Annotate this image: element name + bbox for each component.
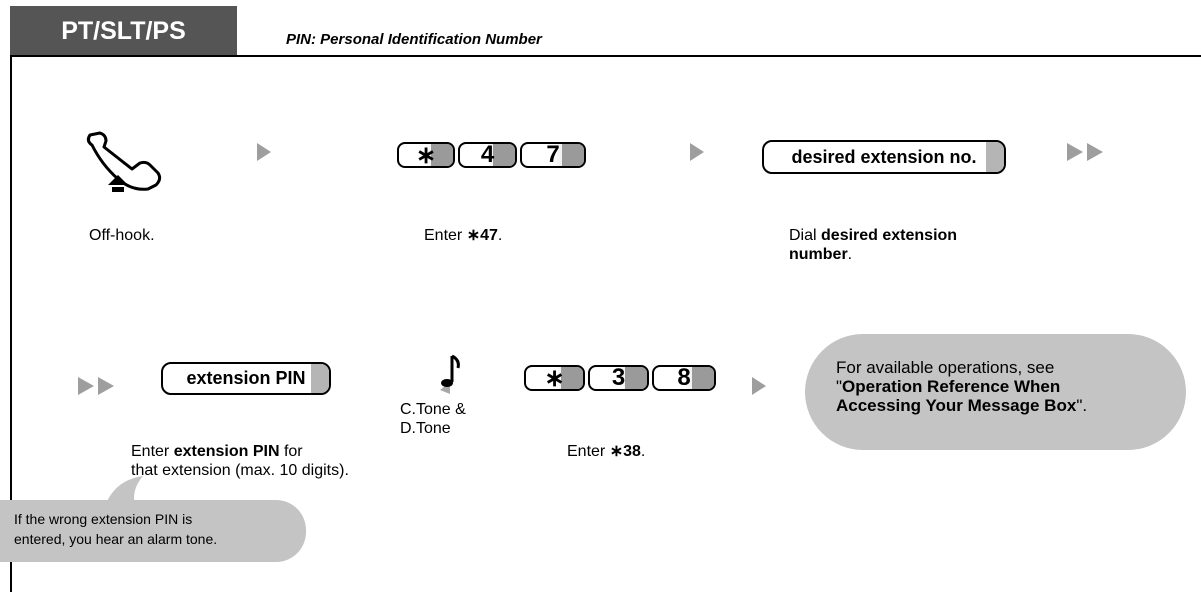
note-line-2: entered, you hear an alarm tone.	[14, 531, 218, 547]
page-subtitle: PIN: Personal Identification Number	[286, 31, 542, 48]
key-star[interactable]: ∗	[524, 365, 585, 392]
key-8[interactable]: 8	[652, 364, 716, 391]
extension-pin-key[interactable]: extension PIN	[161, 362, 331, 395]
bubble-line-1: For available operations, see	[836, 358, 1055, 377]
mode-tab-label: PT/SLT/PS	[61, 17, 186, 45]
reference-bubble: For available operations, see "Operation…	[805, 334, 1186, 450]
play-arrow-icon	[690, 143, 704, 161]
off-hook-caption: Off-hook.	[89, 227, 155, 244]
enter-38-caption: Enter ∗38.	[567, 443, 646, 460]
play-arrow-icon	[752, 377, 766, 395]
key-3[interactable]: 3	[588, 364, 649, 391]
key-4[interactable]: 4	[458, 141, 517, 168]
tone-label: C.Tone &D.Tone	[400, 401, 466, 437]
double-arrow-icon	[78, 377, 114, 395]
note-bubble-tail	[105, 476, 143, 506]
off-hook-handset-icon	[86, 131, 162, 192]
dial-extension-caption: Dial desired extension number.	[789, 227, 958, 263]
enter-47-caption: Enter ∗47.	[424, 227, 503, 244]
double-arrow-icon	[1067, 143, 1103, 161]
music-note-icon	[440, 354, 460, 394]
bubble-line-3: Accessing Your Message Box".	[836, 396, 1088, 415]
warning-note-bubble: If the wrong extension PIN is entered, y…	[0, 500, 306, 562]
frame-left-border	[10, 55, 12, 592]
note-line-1: If the wrong extension PIN is	[14, 511, 193, 527]
bubble-line-2: "Operation Reference When	[836, 377, 1061, 396]
play-arrow-icon	[257, 143, 271, 161]
mode-tab: PT/SLT/PS	[10, 6, 237, 57]
desired-extension-key[interactable]: desired extension no.	[762, 140, 1006, 174]
enter-pin-caption: Enter extension PIN for that extension (…	[131, 443, 349, 479]
key-star[interactable]: ∗	[397, 142, 455, 169]
key-7[interactable]: 7	[520, 141, 586, 168]
frame-top-border	[10, 55, 1201, 57]
